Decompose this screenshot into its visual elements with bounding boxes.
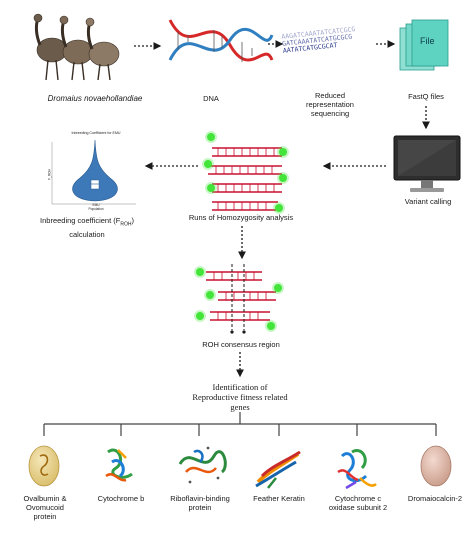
fastq-label: FastQ files: [408, 92, 444, 101]
identification-label: Identification of Reproductive fitness r…: [192, 382, 288, 412]
file-icon-label: File: [420, 36, 435, 46]
roh-segments-icon: [202, 131, 289, 214]
gene-riboflavin-label: Riboflavin-binding protein: [170, 494, 230, 512]
gene-cytochrome-c-label: Cytochrome c oxidase subunit 2: [328, 494, 388, 512]
species-name: Dromaius novaehollandiae: [47, 94, 143, 103]
dna-helix-icon: [168, 19, 274, 62]
computer-monitor-icon: [393, 135, 461, 192]
variant-calling-label: Variant calling: [404, 197, 452, 206]
protein-structure-icon: [255, 450, 301, 489]
gene-cytochrome-b-label: Cytochrome b: [97, 494, 145, 503]
rrs-label: Reduced representation sequencing: [306, 91, 354, 118]
mini-chart-category: EMU: [92, 203, 100, 207]
gene-ovalbumin-label: Ovalbumin & Ovomucoid protein: [23, 494, 67, 521]
protein-structure-icon: [337, 449, 377, 490]
gene-feather-keratin-label: Feather Keratin: [253, 494, 305, 503]
consensus-label: ROH consensus region: [202, 340, 280, 349]
protein-structure-icon: [105, 448, 133, 482]
dna-label: DNA: [203, 94, 219, 103]
inbreeding-label: Inbreeding coefficient (FROH) calculatio…: [40, 216, 134, 239]
emu-birds-icon: [33, 13, 120, 81]
roh-consensus-icon: [194, 264, 284, 334]
mini-chart-xlabel: Population: [88, 207, 104, 211]
file-stack-icon: [399, 19, 449, 71]
egg-protein-icon: [28, 445, 60, 487]
mini-chart-title: Inbreeding Coefficient for EMU: [71, 131, 121, 135]
roh-analysis-label: Runs of Homozygosity analysis: [188, 213, 294, 222]
inbreeding-violin-plot: [51, 139, 136, 205]
gene-tree-connector: [43, 412, 437, 436]
gene-dromaiocalcin-label: Dromaiocalcin-2: [407, 494, 463, 503]
mini-chart-ylabel: F_ROH: [47, 169, 52, 180]
protein-structure-icon: [178, 446, 227, 484]
egg-icon: [420, 445, 452, 487]
